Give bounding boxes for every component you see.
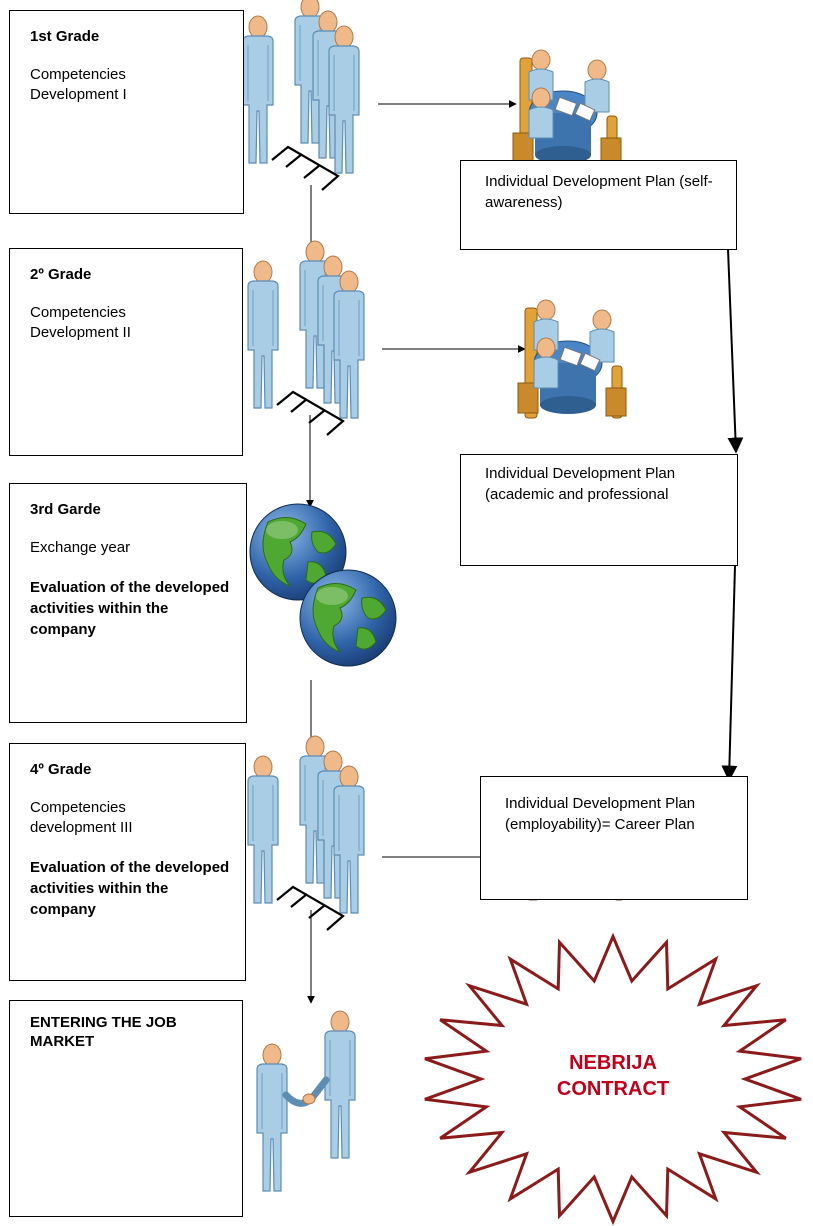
stage-title: 1st Grade	[30, 28, 100, 45]
stage-evaluation-text: Evaluation of the developed activities w…	[30, 579, 230, 638]
plan-arrow-2-3	[721, 565, 738, 782]
plan-text: Individual Development Plan (self-awaren…	[485, 173, 713, 211]
plan-text: Individual Development Plan (academic an…	[485, 465, 676, 503]
meeting-table-icon	[512, 49, 622, 169]
stage-box-3: 3rd Garde Exchange year Evaluation of th…	[9, 483, 247, 723]
stage-title: 4º Grade	[30, 761, 92, 778]
plan-box-2: Individual Development Plan (academic an…	[460, 454, 738, 566]
people-group-icon	[248, 241, 364, 435]
stage-line: Development I	[30, 86, 127, 103]
contract-line-2: CONTRACT	[556, 1078, 670, 1100]
stage-box-1: 1st Grade Competencies Development I	[9, 10, 244, 214]
globe-icon	[299, 569, 397, 667]
contract-label: NEBRIJA CONTRACT	[528, 1050, 698, 1102]
stage-line: Competencies	[30, 66, 126, 83]
contract-line-1: NEBRIJA	[569, 1052, 657, 1074]
stage-title: 2º Grade	[30, 266, 92, 283]
stage-line: Competencies	[30, 799, 126, 816]
stage-line: Competencies	[30, 304, 126, 321]
people-group-icon	[248, 736, 364, 930]
stage-line: Development II	[30, 324, 131, 341]
meeting-table-icon	[517, 299, 627, 419]
stage-line: development III	[30, 819, 133, 836]
handshake-icon	[256, 1010, 356, 1192]
stage-box-2: 2º Grade Competencies Development II	[9, 248, 243, 456]
plan-box-3: Individual Development Plan (employabili…	[480, 776, 748, 900]
plan-text: Individual Development Plan (employabili…	[505, 795, 696, 833]
stage-box-5: ENTERING THE JOB MARKET	[9, 1000, 243, 1217]
stage-line: Exchange year	[30, 539, 131, 556]
people-group-icon	[243, 0, 359, 190]
stage-title: ENTERING THE JOB MARKET	[30, 1014, 177, 1050]
starburst-icon	[424, 932, 802, 1226]
plan-box-1: Individual Development Plan (self-awaren…	[460, 160, 737, 250]
stage-box-4: 4º Grade Competencies development III Ev…	[9, 743, 246, 981]
plan-arrow-1-2	[727, 248, 744, 454]
stage-evaluation-text: Evaluation of the developed activities w…	[30, 859, 230, 918]
stage-title: 3rd Garde	[30, 501, 101, 518]
